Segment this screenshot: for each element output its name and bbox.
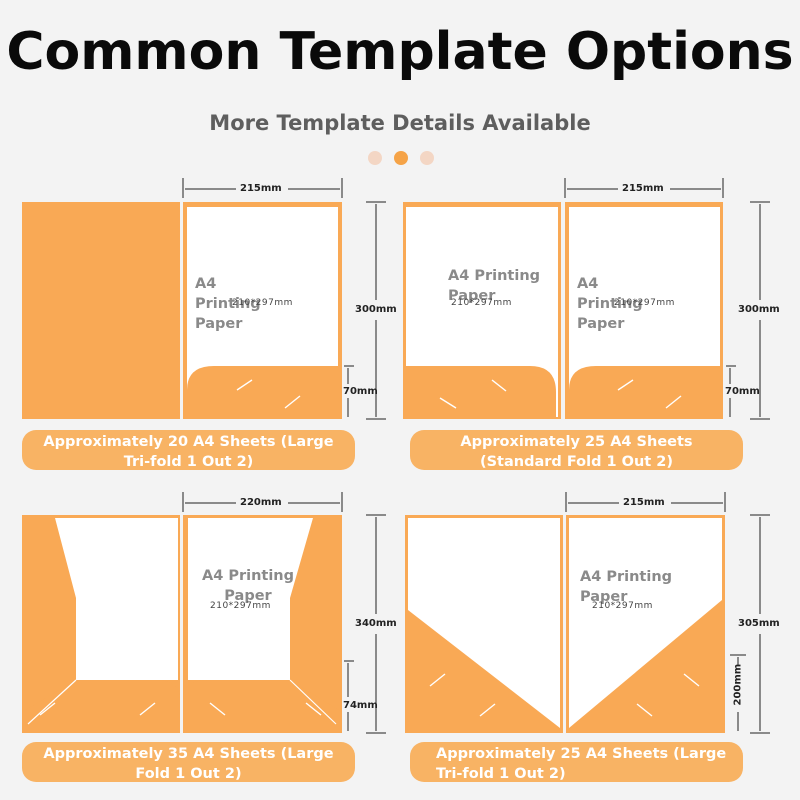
template-4-width-label: 215mm [623, 497, 665, 508]
template-3-paper-size: 210*297mm [210, 601, 271, 611]
page-title: Common Template Options [6, 22, 794, 82]
template-3-height-label: 340mm [355, 618, 397, 629]
template-2-right-paper-size: 210*297mm [614, 298, 675, 308]
template-1-paper-label: A4 Printing Paper [195, 276, 261, 332]
template-4-pocket-label: 200mm [732, 663, 744, 706]
template-4-paper-label: A4 Printing Paper [580, 569, 673, 605]
template-1-width-label: 215mm [240, 183, 282, 194]
template-2-width-label: 215mm [622, 183, 664, 194]
carousel-dot-1[interactable] [368, 151, 382, 165]
template-2-caption: Approximately 25 A4 Sheets (Standard Fol… [410, 430, 743, 470]
template-4-paper-size: 210*297mm [592, 601, 653, 611]
template-2-right-paper-label: A4 Printing Paper [577, 276, 643, 332]
template-3-width-label: 220mm [240, 497, 282, 508]
template-3-caption: Approximately 35 A4 Sheets (Large Fold 1… [22, 742, 355, 782]
template-3-paper-label: A4 Printing Paper [201, 568, 295, 604]
template-1-paper-size: 210*297mm [232, 298, 293, 308]
template-4-caption: Approximately 25 A4 Sheets (Large Tri-fo… [410, 742, 743, 782]
carousel-dot-2-active[interactable] [394, 151, 408, 165]
template-1-pocket-label: 70mm [343, 386, 378, 397]
template-1-caption: Approximately 20 A4 Sheets (Large Tri-fo… [22, 430, 355, 470]
template-2-left-paper-label: A4 Printing Paper [448, 268, 541, 304]
template-2-left-paper-size: 210*297mm [451, 298, 512, 308]
template-4-height-label: 305mm [738, 618, 780, 629]
page-subtitle: More Template Details Available [209, 111, 591, 135]
template-1-height-label: 300mm [355, 304, 397, 315]
template-2-pocket-label: 70mm [725, 386, 760, 397]
template-2-height-label: 300mm [738, 304, 780, 315]
template-3-pocket-label: 74mm [343, 700, 378, 711]
carousel-dot-3[interactable] [420, 151, 434, 165]
